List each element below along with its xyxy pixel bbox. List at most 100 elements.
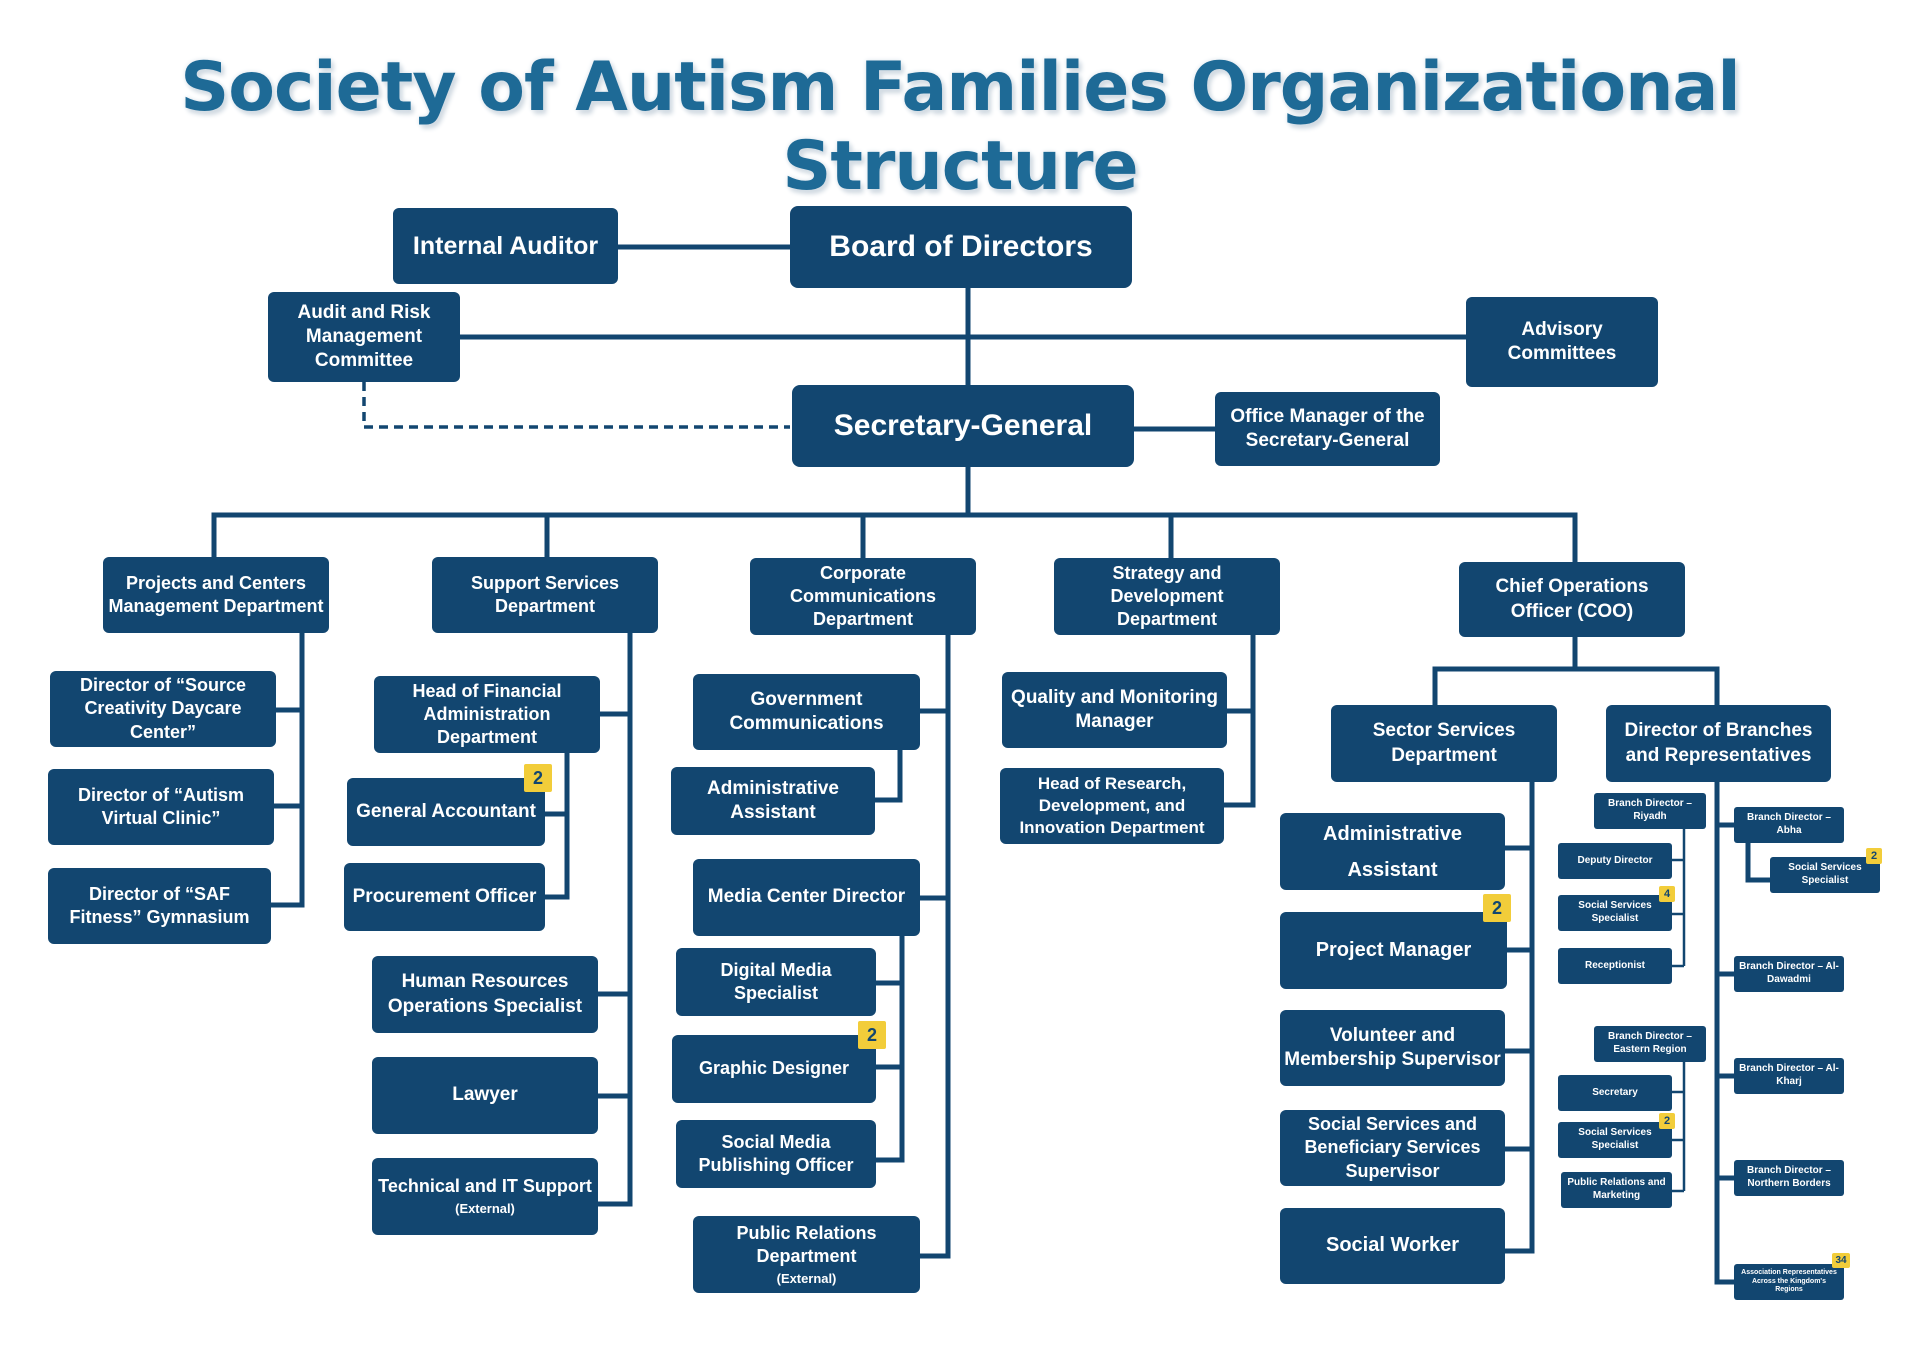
br-dawadmi-label: Branch Director – Al-Dawadmi (1739, 961, 1839, 985)
sector-dept-label: Sector Services Department (1372, 720, 1516, 766)
receptionist-label: Receptionist (1584, 959, 1645, 971)
pr-dept-external-note: (External) (776, 1270, 837, 1286)
admin-asst-comm-box[interactable]: Administrative Assistant (671, 767, 875, 835)
accountant-count-badge: 2 (524, 764, 552, 792)
strategy-dept-box[interactable]: Strategy and Development Department (1054, 558, 1280, 635)
dir-fitness-box[interactable]: Director of “SAF Fitness” Gymnasium (48, 868, 271, 944)
advisory-committees-label: Advisory Committees (1507, 318, 1617, 364)
digital-media-label: Digital Media Specialist (720, 959, 832, 1003)
pr-marketing-label: Public Relations and Marketing (1567, 1177, 1666, 1201)
hr-ops-box[interactable]: Human Resources Operations Specialist (372, 956, 598, 1033)
assoc-reps-label: Association Representatives Across the K… (1741, 1268, 1837, 1294)
br-eastern-label: Branch Director – Eastern Region (1608, 1031, 1692, 1055)
head-research-label: Head of Research, Development, and Innov… (1019, 774, 1205, 837)
project-mgr-box[interactable]: Project Manager (1280, 912, 1507, 989)
graphic-designer-box[interactable]: Graphic Designer (672, 1035, 876, 1103)
ss-abha-label: Social Services Specialist (1788, 862, 1862, 886)
assoc-reps-count-badge: 34 (1832, 1253, 1850, 1268)
internal-auditor-label: Internal Auditor (412, 232, 599, 260)
procurement-label: Procurement Officer (352, 885, 537, 907)
strategy-dept-label: Strategy and Development Department (1110, 562, 1224, 630)
social-sup-label: Social Services and Beneficiary Services… (1304, 1114, 1481, 1181)
gov-comm-label: Government Communications (729, 688, 884, 734)
deputy-dir-label: Deputy Director (1577, 854, 1653, 866)
br-riyadh-label: Branch Director – Riyadh (1608, 798, 1692, 822)
corp-comm-dept-label: Corporate Communications Department (789, 562, 936, 630)
br-abha-label: Branch Director – Abha (1747, 812, 1831, 836)
dir-clinic-label: Director of “Autism Virtual Clinic” (77, 784, 245, 828)
procurement-box[interactable]: Procurement Officer (344, 863, 545, 931)
audit-risk-committee-box[interactable]: Audit and Risk Management Committee (268, 292, 460, 382)
social-sup-box[interactable]: Social Services and Beneficiary Services… (1280, 1110, 1505, 1186)
pr-dept-box[interactable]: Public Relations Department (External) (693, 1216, 920, 1293)
volunteer-sup-box[interactable]: Volunteer and Membership Supervisor (1280, 1010, 1505, 1086)
br-eastern-box[interactable]: Branch Director – Eastern Region (1594, 1026, 1706, 1062)
social-pub-box[interactable]: Social Media Publishing Officer (676, 1120, 876, 1188)
head-research-box[interactable]: Head of Research, Development, and Innov… (1000, 768, 1224, 844)
deputy-dir-box[interactable]: Deputy Director (1558, 843, 1672, 879)
quality-mgr-label: Quality and Monitoring Manager (1011, 686, 1218, 732)
graphic-designer-count-badge: 2 (858, 1021, 886, 1049)
social-worker-box[interactable]: Social Worker (1280, 1208, 1505, 1284)
it-support-external-note: (External) (455, 1201, 515, 1217)
dir-source-box[interactable]: Director of “Source Creativity Daycare C… (50, 671, 276, 747)
quality-mgr-box[interactable]: Quality and Monitoring Manager (1002, 672, 1227, 748)
office-manager-label: Office Manager of the Secretary-General (1230, 405, 1425, 451)
ss-eastern-box[interactable]: Social Services Specialist (1558, 1122, 1672, 1158)
corp-comm-dept-box[interactable]: Corporate Communications Department (750, 558, 976, 635)
sector-dept-box[interactable]: Sector Services Department (1331, 705, 1557, 782)
support-dept-box[interactable]: Support Services Department (432, 557, 658, 633)
admin-asst-comm-label: Administrative Assistant (707, 777, 839, 823)
secretary-box[interactable]: Secretary (1558, 1075, 1672, 1111)
br-kharj-label: Branch Director – Al-Kharj (1739, 1063, 1839, 1087)
br-abha-box[interactable]: Branch Director – Abha (1734, 807, 1844, 843)
ss-eastern-count-badge: 2 (1659, 1113, 1675, 1129)
support-dept-label: Support Services Department (470, 572, 620, 616)
ss-abha-box[interactable]: Social Services Specialist (1770, 857, 1880, 893)
social-pub-label: Social Media Publishing Officer (698, 1131, 854, 1175)
secretary-general-label: Secretary-General (833, 408, 1093, 442)
coo-box[interactable]: Chief Operations Officer (COO) (1459, 562, 1685, 637)
head-finance-box[interactable]: Head of Financial Administration Departm… (374, 676, 600, 753)
pr-dept-label: Public Relations Department (736, 1222, 877, 1266)
board-of-directors-box[interactable]: Board of Directors (790, 206, 1132, 288)
ss-riyadh-box[interactable]: Social Services Specialist (1558, 895, 1672, 931)
internal-auditor-box[interactable]: Internal Auditor (393, 208, 618, 284)
digital-media-box[interactable]: Digital Media Specialist (676, 948, 876, 1016)
br-riyadh-box[interactable]: Branch Director – Riyadh (1594, 793, 1706, 829)
project-mgr-count-badge: 2 (1483, 894, 1511, 922)
dir-branches-box[interactable]: Director of Branches and Representatives (1606, 705, 1831, 782)
secretary-general-box[interactable]: Secretary-General (792, 385, 1134, 467)
it-support-label: Technical and IT Support (378, 1176, 592, 1197)
assoc-reps-box[interactable]: Association Representatives Across the K… (1734, 1264, 1844, 1300)
br-northern-box[interactable]: Branch Director – Northern Borders (1734, 1160, 1844, 1196)
advisory-committees-box[interactable]: Advisory Committees (1466, 297, 1658, 387)
accountant-label: General Accountant (356, 800, 536, 822)
br-dawadmi-box[interactable]: Branch Director – Al-Dawadmi (1734, 956, 1844, 992)
accountant-box[interactable]: General Accountant (347, 778, 545, 846)
ss-riyadh-label: Social Services Specialist (1578, 900, 1652, 924)
receptionist-box[interactable]: Receptionist (1558, 948, 1672, 984)
project-mgr-label: Project Manager (1315, 938, 1472, 961)
office-manager-box[interactable]: Office Manager of the Secretary-General (1215, 392, 1440, 466)
dir-branches-label: Director of Branches and Representatives (1624, 720, 1813, 766)
br-kharj-box[interactable]: Branch Director – Al-Kharj (1734, 1058, 1844, 1094)
br-northern-label: Branch Director – Northern Borders (1747, 1165, 1831, 1189)
dir-fitness-label: Director of “SAF Fitness” Gymnasium (69, 883, 250, 927)
gov-comm-box[interactable]: Government Communications (693, 674, 920, 750)
dir-clinic-box[interactable]: Director of “Autism Virtual Clinic” (48, 769, 274, 845)
volunteer-sup-label: Volunteer and Membership Supervisor (1284, 1024, 1501, 1070)
graphic-designer-label: Graphic Designer (698, 1058, 850, 1079)
ss-abha-count-badge: 2 (1866, 848, 1882, 864)
projects-dept-label: Projects and Centers Management Departme… (108, 572, 324, 616)
lawyer-box[interactable]: Lawyer (372, 1057, 598, 1134)
lawyer-label: Lawyer (452, 1084, 518, 1106)
admin-asst-sector-box[interactable]: Administrative Assistant (1280, 813, 1505, 890)
page-title: Society of Autism Families Organizationa… (180, 48, 1740, 206)
hr-ops-label: Human Resources Operations Specialist (387, 971, 583, 1017)
pr-marketing-box[interactable]: Public Relations and Marketing (1561, 1172, 1672, 1208)
media-dir-box[interactable]: Media Center Director (693, 859, 920, 936)
it-support-box[interactable]: Technical and IT Support (External) (372, 1158, 598, 1235)
projects-dept-box[interactable]: Projects and Centers Management Departme… (103, 557, 329, 633)
